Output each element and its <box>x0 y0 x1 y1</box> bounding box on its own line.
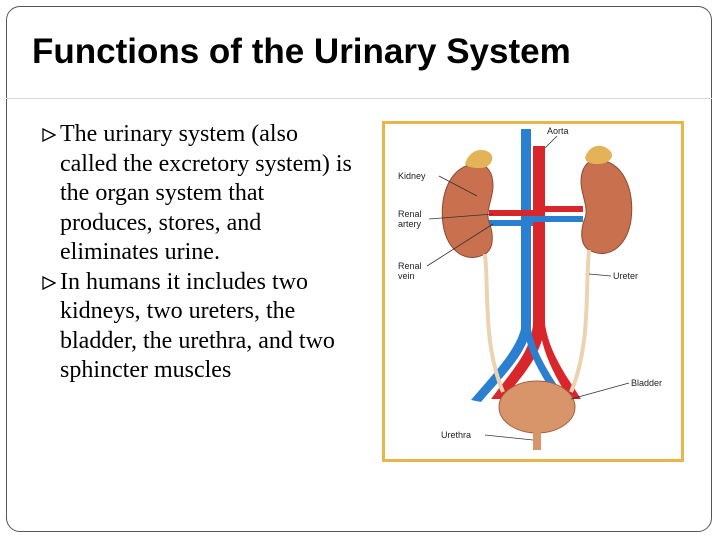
iliac-vein-right <box>525 329 569 406</box>
renal-vein-right <box>531 216 583 222</box>
urethra-leader <box>484 434 534 441</box>
adrenal-gland-left <box>465 149 493 168</box>
iliac-artery-right <box>540 324 581 399</box>
urethra-tube <box>533 430 541 450</box>
vena-cava-vessel <box>471 129 531 402</box>
label-bladder: Bladder <box>631 378 662 388</box>
title-divider <box>6 98 712 99</box>
label-aorta: Aorta <box>547 126 569 136</box>
renal-artery-right <box>543 206 583 212</box>
kidney-leader <box>438 175 478 197</box>
bullet-item: In humans it includes two kidneys, two u… <box>40 268 360 386</box>
urinary-system-diagram: Aorta Kidney Renal artery Renal vein Ure… <box>382 121 684 462</box>
triangle-bullet-icon <box>42 275 56 290</box>
label-urethra: Urethra <box>441 430 471 440</box>
ureter-leader <box>588 273 612 277</box>
bullet-item: The urinary system (also called the excr… <box>40 120 360 268</box>
label-renal-vein-line1: Renal <box>398 261 422 271</box>
renal-vein-left <box>489 220 533 226</box>
label-renal-vein-line2: vein <box>398 271 415 281</box>
label-kidney: Kidney <box>398 171 426 181</box>
adrenal-gland-right <box>585 145 613 164</box>
triangle-bullet-icon <box>42 128 56 142</box>
bladder-organ <box>498 380 576 434</box>
renal-vein-leader <box>426 223 494 267</box>
ureter-right <box>569 249 591 393</box>
slide-title: Functions of the Urinary System <box>32 32 571 71</box>
bladder-leader <box>570 382 630 400</box>
aorta-leader <box>544 135 558 149</box>
bullet-list: The urinary system (also called the excr… <box>40 120 360 386</box>
label-renal-artery-line2: artery <box>398 219 422 229</box>
kidney-left <box>441 163 494 258</box>
kidney-right <box>580 159 633 254</box>
bullet-text: In humans it includes two kidneys, two u… <box>60 268 335 384</box>
renal-artery-leader <box>428 213 494 220</box>
renal-artery-left <box>489 210 533 216</box>
label-renal-artery-line1: Renal <box>398 209 422 219</box>
ureter-left <box>483 253 505 393</box>
label-ureter: Ureter <box>613 271 638 281</box>
bullet-text: The urinary system (also called the excr… <box>60 121 352 265</box>
urinary-anatomy-illustration: Aorta Kidney Renal artery Renal vein Ure… <box>398 126 662 450</box>
